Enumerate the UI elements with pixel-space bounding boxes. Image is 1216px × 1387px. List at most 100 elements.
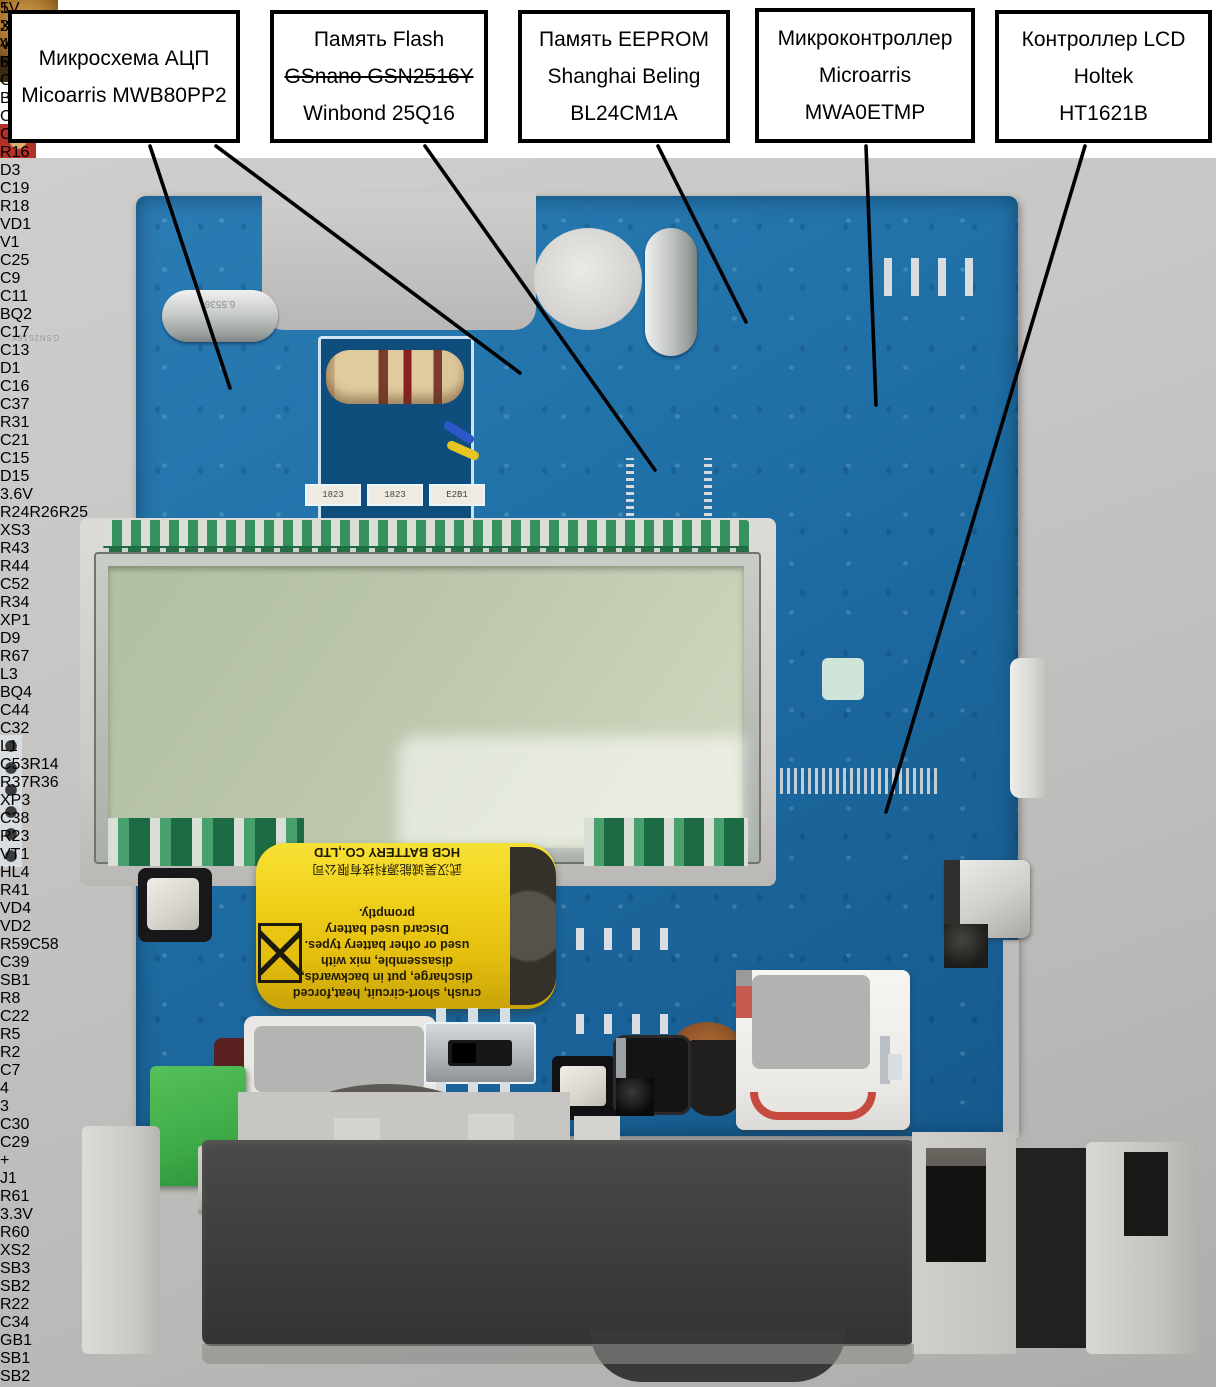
- case-right-slot: [1124, 1152, 1168, 1236]
- xp3-hole: [0, 801, 22, 823]
- lcd-top-pin-strip: [103, 520, 749, 549]
- smd-resistor-labeled: E2B1: [429, 484, 485, 506]
- silk-label: R24R26R25: [0, 504, 89, 521]
- callout-mcu-line2: Microarris: [818, 64, 912, 87]
- pcb-edge-step: [1003, 940, 1019, 1138]
- black-cylinder: [686, 1040, 742, 1116]
- callout-flash-line2-strikethrough: GSnano GSN2516Y: [284, 65, 474, 88]
- sd-dot-red: [736, 986, 752, 1002]
- case-left: [82, 1126, 160, 1354]
- silk-label: BQ2: [0, 306, 33, 323]
- case-dark-strip-right: [1016, 1148, 1086, 1348]
- callout-box-mcu: Микроконтроллер Microarris MWA0ETMP: [755, 8, 975, 143]
- silk-label: SB2: [0, 1368, 31, 1385]
- silk-label: C29: [0, 1134, 30, 1151]
- silk-label: 3.3V: [0, 1206, 33, 1223]
- silk-label: SB3: [0, 1260, 31, 1277]
- callout-adc-line2: Micoarris MWB80PP2: [21, 83, 227, 107]
- silk-label: C11: [0, 288, 29, 305]
- xp3-hole: [0, 757, 22, 779]
- callout-box-flash: Память Flash GSnano GSN2516Y Winbond 25Q…: [270, 10, 488, 143]
- tact-corner: [944, 860, 960, 876]
- callout-box-eeprom: Память EEPROM Shanghai Beling BL24CM1A: [518, 10, 730, 143]
- silk-label: VD2: [0, 918, 32, 935]
- xp3-hole: [0, 823, 22, 845]
- silk-label: C30: [0, 1116, 30, 1133]
- silk-label: C53R14: [0, 756, 59, 773]
- silk-label: C7: [0, 1062, 21, 1079]
- callout-mcu-line1: Микроконтроллер: [777, 27, 953, 50]
- case-right: [1086, 1142, 1198, 1354]
- smd-resistor-labeled: 1823: [305, 484, 361, 506]
- case-bottom-shadow: [202, 1344, 914, 1364]
- silk-label: BQ4: [0, 684, 33, 701]
- terminal-number: 1: [0, 0, 9, 17]
- silk-label: C38: [0, 810, 30, 827]
- callout-mcu-line3: MWA0ETMP: [804, 101, 926, 124]
- callout-eeprom-line3: BL24CM1A: [570, 102, 678, 125]
- callout-box-adc: Микросхема АЦП Micoarris MWB80PP2: [8, 10, 240, 143]
- sticker-redacted: [254, 1026, 424, 1092]
- silk-label: R5: [0, 1026, 21, 1043]
- callout-lcdctrl-line3: HT1621B: [1059, 102, 1148, 125]
- silk-label: C15: [0, 450, 30, 467]
- silk-label: D1: [0, 360, 21, 377]
- silk-label: C19: [0, 180, 30, 197]
- case-latch-black: [926, 1166, 986, 1262]
- silk-label: R61: [0, 1188, 30, 1205]
- silk-label: XS2: [0, 1242, 31, 1259]
- silk-label: SB2: [0, 1278, 31, 1295]
- callout-eeprom-line1: Память EEPROM: [539, 28, 709, 51]
- tact-corner: [944, 892, 960, 908]
- silk-label: C9: [0, 270, 21, 287]
- silk-label: R60: [0, 1224, 30, 1241]
- tact-corner: [616, 1068, 626, 1078]
- tact-corner: [616, 1038, 626, 1048]
- terminal-number: 4: [0, 36, 9, 53]
- terminal-number: 6: [0, 54, 9, 71]
- silk-label: J1: [0, 1170, 17, 1187]
- silk-label: C22: [0, 1008, 30, 1025]
- sd-latch-metal2: [888, 1054, 902, 1080]
- xs2-header-legs-bottom: [576, 1014, 682, 1034]
- silk-label: 4: [0, 1080, 9, 1097]
- silk-label: +: [0, 1152, 10, 1169]
- sb2-tact-plunger: [616, 1078, 654, 1116]
- silk-label: C21: [0, 432, 30, 449]
- silk-label: L3: [0, 666, 18, 683]
- silk-label: VD1: [0, 216, 32, 233]
- sb3-knob: [452, 1043, 476, 1063]
- silk-label: C39: [0, 954, 30, 971]
- sb3-slide-switch-pins-top: [436, 1008, 522, 1024]
- silk-label: XP3: [0, 792, 31, 809]
- sd-dot-gray: [736, 970, 752, 986]
- callout-box-lcdctrl: Контроллер LCD Holtek HT1621B: [995, 10, 1212, 143]
- silk-label: D3: [0, 162, 21, 179]
- silk-label: D9: [0, 630, 21, 647]
- terminal-block: [202, 1140, 914, 1346]
- callout-flash-line1: Память Flash: [313, 28, 445, 51]
- tact-corner: [944, 876, 960, 892]
- silk-label: C16: [0, 378, 30, 395]
- lcd-glass: [108, 566, 744, 848]
- tact-corner: [616, 1058, 626, 1068]
- silk-label: R2: [0, 1044, 21, 1061]
- battery-end-cap: [510, 847, 556, 1005]
- callout-flash-line3: Winbond 25Q16: [303, 102, 455, 125]
- sd-latch-metal: [880, 1036, 890, 1084]
- silk-label: C37: [0, 396, 30, 413]
- silk-label: C32: [0, 720, 30, 737]
- silk-label: C44: [0, 702, 30, 719]
- silk-label: SB1: [0, 1350, 31, 1367]
- qfn-pins-right: [704, 458, 712, 516]
- xs2-header-legs-top: [576, 928, 682, 950]
- sb2-button-left-cap: [147, 878, 199, 930]
- silk-label: R16: [0, 144, 30, 161]
- lcd-bottom-pins-right: [584, 818, 748, 866]
- silk-label: C25: [0, 252, 30, 269]
- silk-label: R37R36: [0, 774, 59, 791]
- callout-eeprom-line2: Shanghai Beling: [547, 65, 701, 88]
- silk-label: V1: [0, 234, 20, 251]
